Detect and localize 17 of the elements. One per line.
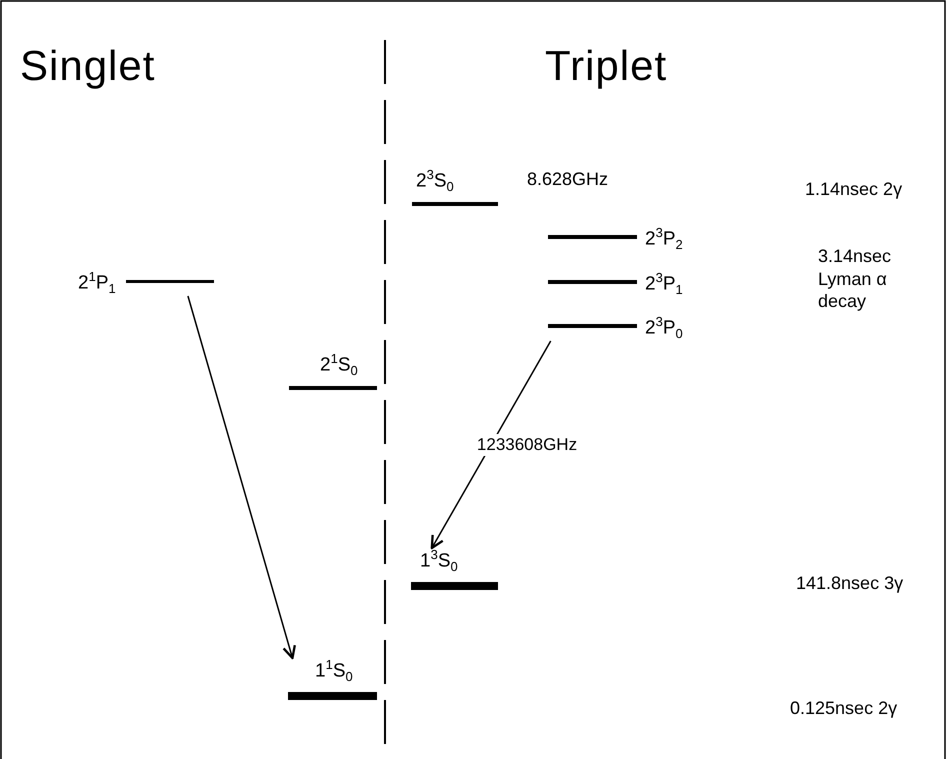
level-label: 1$^{3}$S$_{0}$ <box>420 548 458 574</box>
lifetime-label: 1.14nsec 2γ <box>805 178 902 200</box>
column-heading: Singlet <box>20 41 156 91</box>
transition-arrow <box>430 340 552 550</box>
level-label: 2$^{3}$S$_{0}$ <box>416 168 454 194</box>
level-label: 1$^{1}$S$_{0}$ <box>315 658 353 684</box>
level-label: 2$^{3}$P$_{0}$ <box>645 315 683 340</box>
lifetime-label: 141.8nsec 3γ <box>796 572 904 594</box>
column-heading: Triplet <box>545 41 668 91</box>
level-label: 2$^{3}$P$_{1}$ <box>645 271 683 296</box>
transition-arrow <box>187 296 296 660</box>
level-label: 2$^{1}$P$_{1}$ <box>78 270 116 296</box>
level-label: 2$^{1}$S$_{0}$ <box>320 352 358 378</box>
level-label: 2$^{3}$P$_{2}$ <box>645 226 683 252</box>
frequency-label: 8.628GHz <box>527 168 608 190</box>
lifetime-label: 3.14nsec Lyman α decay <box>818 245 892 312</box>
lifetime-label: 0.125nsec 2γ <box>790 697 898 720</box>
